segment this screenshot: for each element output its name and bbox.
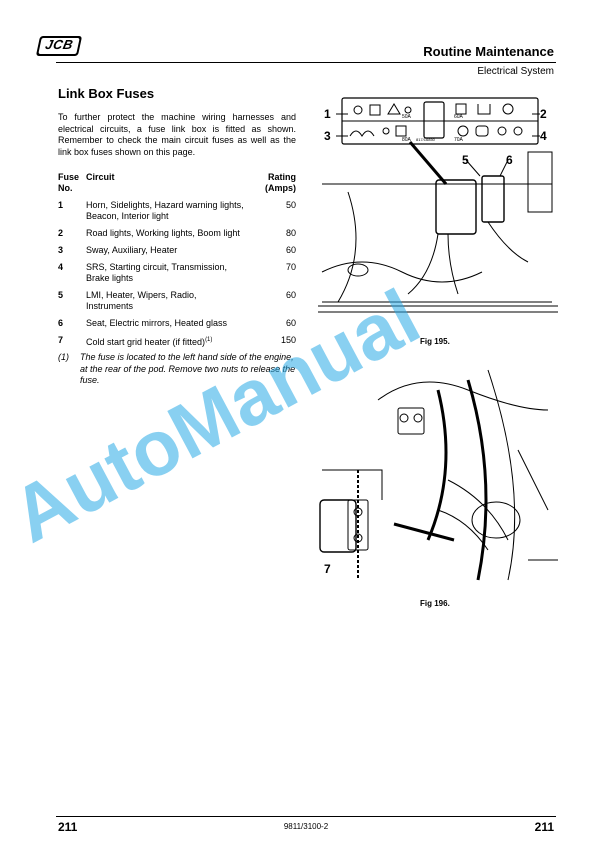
jcb-logo: JCB: [35, 36, 83, 56]
fuse-circuit: SRS, Starting circuit, Transmission, Bra…: [86, 262, 228, 283]
document-code: 9811/3100-2: [283, 822, 329, 831]
page-number-right: 211: [534, 820, 554, 834]
part-code: 817/16850: [416, 137, 436, 142]
fuse-rating: 60: [285, 318, 296, 328]
fuse-no: 3: [58, 245, 64, 255]
table-row: 7 Cold start grid heater (if fitted)(1) …: [58, 335, 296, 354]
fuse-housing: [319, 499, 357, 553]
fuse-circuit: Horn, Sidelights, Hazard warning lights,…: [86, 200, 244, 221]
table-row: 2 Road lights, Working lights, Boom ligh…: [58, 228, 296, 245]
page-number-left: 211: [58, 820, 78, 834]
fuse-rating: 150: [280, 335, 296, 345]
fuse-no: 6: [58, 318, 64, 328]
fig196-caption: Fig 196.: [420, 599, 450, 608]
rating-label-70a: 70A: [454, 137, 464, 143]
table-row: 1 Horn, Sidelights, Hazard warning light…: [58, 200, 296, 228]
table-row: 5 LMI, Heater, Wipers, Radio, Instrument…: [58, 290, 296, 318]
fuse-circuit-text: Cold start grid heater (if fitted): [86, 337, 206, 347]
intro-paragraph: To further protect the machine wiring ha…: [58, 112, 296, 157]
callout-1: 1: [324, 107, 331, 121]
fuse-table: Fuse No. Circuit Rating (Amps) 1 Horn, S…: [58, 172, 296, 354]
table-row: 4 SRS, Starting circuit, Transmission, B…: [58, 262, 296, 290]
rating-label-50a: 50A: [402, 114, 412, 120]
section-title: Link Box Fuses: [58, 86, 155, 101]
label-logo-box: [423, 101, 445, 139]
fuse-circuit: Sway, Auxiliary, Heater: [86, 245, 178, 255]
fuse-no: 7: [58, 335, 64, 345]
fuse-circuit: Road lights, Working lights, Boom light: [86, 228, 240, 238]
fuse-circuit: Seat, Electric mirrors, Heated glass: [86, 318, 228, 328]
callout-4: 4: [540, 129, 547, 143]
fuse-rating: 50: [285, 200, 296, 210]
rating-label-60a: 60A: [454, 114, 464, 120]
footnote-mark: (1): [58, 352, 69, 362]
header-circuit: Circuit: [86, 172, 115, 182]
fig195-illustration: 1 2 3 4 5 6 50A 60A 80A 70A 817/16850: [318, 97, 558, 313]
header-fuse-no: Fuse No.: [58, 172, 80, 193]
logo-text: JCB: [43, 37, 75, 52]
fuse-no: 4: [58, 262, 64, 272]
callout-6: 6: [506, 153, 513, 167]
fuse-no: 2: [58, 228, 64, 238]
fuse-circuit: Cold start grid heater (if fitted)(1): [86, 335, 246, 354]
fuse-no: 5: [58, 290, 64, 300]
table-row: 6 Seat, Electric mirrors, Heated glass 6…: [58, 318, 296, 335]
relay-module: [397, 407, 425, 435]
cold-start-fuse: [347, 499, 369, 551]
fuse-rating: 70: [285, 262, 296, 272]
header-title: Routine Maintenance: [423, 44, 554, 59]
table-row: 3 Sway, Auxiliary, Heater 60: [58, 245, 296, 262]
footnote-text: The fuse is located to the left hand sid…: [80, 352, 296, 385]
fuse-circuit: LMI, Heater, Wipers, Radio, Instruments: [86, 290, 197, 311]
footnote-ref: (1): [205, 337, 213, 343]
fuse-rating: 60: [285, 290, 296, 300]
fuse-no: 1: [58, 200, 64, 210]
fig196-illustration: 7: [319, 369, 558, 581]
callout-2: 2: [540, 107, 547, 121]
callout-5: 5: [462, 153, 469, 167]
fuse-rating: 80: [285, 228, 296, 238]
footer-divider: [56, 816, 556, 817]
header-rating: Rating (Amps): [265, 172, 296, 193]
table-header-row: Fuse No. Circuit Rating (Amps): [58, 172, 296, 200]
fuse-holder: [481, 175, 505, 223]
fig195-caption: Fig 195.: [420, 337, 450, 346]
header-divider: [56, 62, 556, 63]
fuse-box: [435, 179, 477, 235]
callout-7: 7: [324, 562, 331, 576]
fuse-rating: 60: [285, 245, 296, 255]
header-subtitle: Electrical System: [477, 66, 554, 77]
callout-3: 3: [324, 129, 331, 143]
rating-label-80a: 80A: [402, 137, 412, 143]
